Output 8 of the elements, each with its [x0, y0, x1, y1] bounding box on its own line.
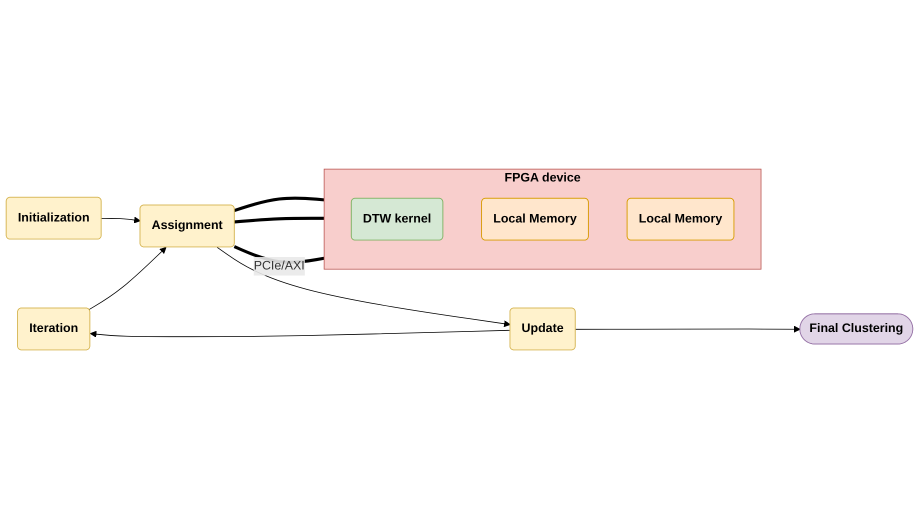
- arrow: [88, 246, 166, 310]
- connector: [234, 216, 324, 224]
- connector: [234, 196, 324, 212]
- arrow: [216, 246, 511, 328]
- edge-label: PCIe/AXI: [254, 259, 305, 272]
- arrow: [101, 216, 141, 224]
- arrow: [90, 330, 511, 338]
- arrow: [575, 326, 801, 333]
